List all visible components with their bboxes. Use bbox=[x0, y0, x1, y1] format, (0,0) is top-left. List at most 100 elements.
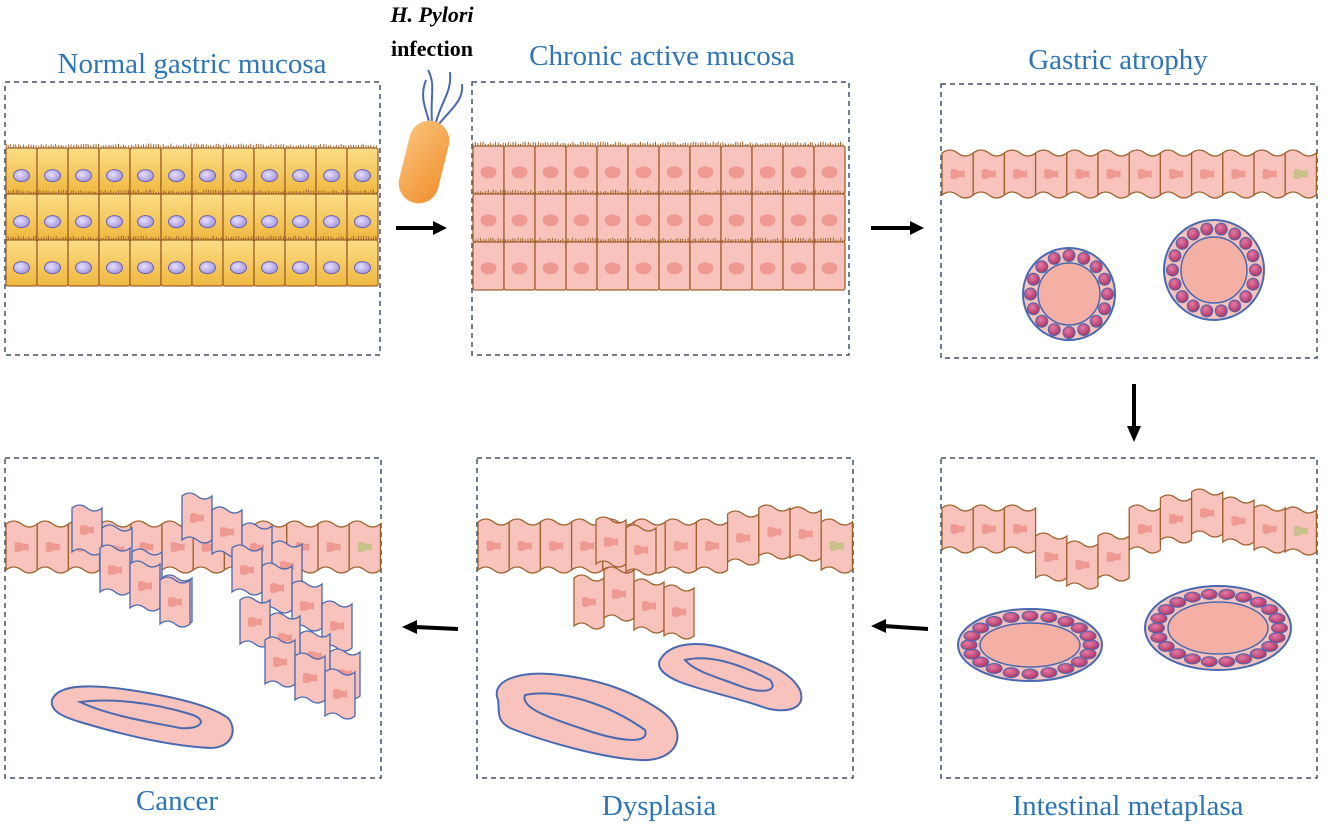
cell-nucleus bbox=[760, 214, 776, 226]
gland-nucleus bbox=[1272, 623, 1288, 633]
cell-nucleus bbox=[574, 214, 590, 226]
cell-nucleus bbox=[481, 166, 497, 178]
gland-nucleus bbox=[1022, 669, 1038, 679]
cell-nucleus bbox=[231, 170, 247, 182]
cancer-epithelium bbox=[6, 493, 380, 748]
title-atrophy: Gastric atrophy bbox=[1028, 44, 1208, 76]
cell-nucleus bbox=[355, 170, 371, 182]
gland-nucleus bbox=[1058, 617, 1074, 627]
cell-nucleus bbox=[760, 262, 776, 274]
cell-nucleus bbox=[45, 216, 61, 228]
gland-nucleus bbox=[1184, 654, 1200, 664]
cell-nucleus bbox=[231, 262, 247, 274]
title-chronic: Chronic active mucosa bbox=[529, 40, 795, 72]
cell-nucleus bbox=[107, 216, 123, 228]
cell-nucleus bbox=[14, 216, 30, 228]
cell-nucleus bbox=[636, 214, 652, 226]
gland-nucleus bbox=[1247, 250, 1259, 262]
cell-nucleus bbox=[76, 170, 92, 182]
gland-nucleus bbox=[964, 649, 980, 659]
title-cancer: Cancer bbox=[136, 785, 218, 817]
cell-nucleus bbox=[822, 166, 838, 178]
cell-nucleus bbox=[324, 262, 340, 274]
gland-nucleus bbox=[1170, 597, 1186, 607]
cell-nucleus bbox=[355, 216, 371, 228]
gland-nucleus bbox=[1250, 649, 1266, 659]
gland-nucleus bbox=[1169, 250, 1181, 262]
title-normal: Normal gastric mucosa bbox=[58, 48, 327, 80]
microvilli bbox=[473, 142, 843, 147]
arrow-metaplasia-to-dysplasia bbox=[871, 619, 928, 633]
cell-nucleus bbox=[138, 216, 154, 228]
gland-nucleus bbox=[1036, 315, 1048, 327]
gland-lumen bbox=[980, 623, 1080, 667]
gland-nucleus bbox=[1027, 303, 1039, 315]
gland-nucleus bbox=[1201, 589, 1217, 599]
cell-nucleus bbox=[481, 214, 497, 226]
cell-nucleus bbox=[76, 262, 92, 274]
cell-nucleus bbox=[698, 214, 714, 226]
gland-nucleus bbox=[1078, 324, 1090, 336]
cell-nucleus bbox=[107, 262, 123, 274]
cell-nucleus bbox=[200, 262, 216, 274]
cell-nucleus bbox=[636, 166, 652, 178]
infection-label-line1: H. Pylori bbox=[389, 2, 474, 27]
cell-nucleus bbox=[324, 216, 340, 228]
cell-nucleus bbox=[293, 170, 309, 182]
gland-lumen bbox=[1038, 263, 1100, 325]
arrow-chronic-to-atrophy bbox=[871, 221, 924, 235]
gland-nucleus bbox=[1187, 228, 1199, 240]
cell-nucleus bbox=[107, 170, 123, 182]
irregular-gland bbox=[659, 644, 801, 710]
gland-nucleus bbox=[1102, 288, 1114, 300]
infection-label-line2: infection bbox=[391, 36, 473, 61]
cell-nucleus bbox=[667, 166, 683, 178]
cell-nucleus bbox=[543, 214, 559, 226]
panel-atrophy-frame bbox=[941, 84, 1317, 358]
cell-nucleus bbox=[169, 170, 185, 182]
h-pylori-bacterium-icon bbox=[394, 70, 462, 208]
gland-nucleus bbox=[1184, 592, 1200, 602]
arrow-normal-to-chronic bbox=[396, 221, 447, 235]
gland-nucleus bbox=[1201, 223, 1213, 235]
gland-nucleus bbox=[1099, 303, 1111, 315]
cell-nucleus bbox=[14, 262, 30, 274]
cell-nucleus bbox=[791, 214, 807, 226]
gland-nucleus bbox=[1003, 612, 1019, 622]
gland-nucleus bbox=[973, 623, 989, 633]
cell-nucleus bbox=[512, 214, 528, 226]
irregular-gland bbox=[497, 674, 678, 760]
gland-nucleus bbox=[1240, 291, 1252, 303]
cell-nucleus bbox=[293, 216, 309, 228]
gland-nucleus bbox=[1187, 300, 1199, 312]
cell-nucleus bbox=[512, 166, 528, 178]
cell-nucleus bbox=[667, 262, 683, 274]
cell-nucleus bbox=[200, 216, 216, 228]
gland-nucleus bbox=[1036, 261, 1048, 273]
cell-nucleus bbox=[512, 262, 528, 274]
cell-nucleus bbox=[200, 170, 216, 182]
metaplasia-epithelium bbox=[942, 489, 1316, 681]
gland-nucleus bbox=[1041, 668, 1057, 678]
cell-nucleus bbox=[262, 170, 278, 182]
cell-nucleus bbox=[45, 170, 61, 182]
cell-nucleus bbox=[14, 170, 30, 182]
gland-nucleus bbox=[1071, 657, 1087, 667]
gland-nucleus bbox=[1201, 657, 1217, 667]
gland-nucleus bbox=[1058, 663, 1074, 673]
gland-nucleus bbox=[1080, 631, 1096, 641]
gland-nucleus bbox=[1247, 278, 1259, 290]
gland-nucleus bbox=[1048, 252, 1060, 264]
gland-nucleus bbox=[1219, 589, 1235, 599]
chronic-mucosa-cells bbox=[473, 142, 846, 291]
cell-nucleus bbox=[481, 262, 497, 274]
cell-nucleus bbox=[605, 262, 621, 274]
cell-nucleus bbox=[791, 262, 807, 274]
cell-nucleus bbox=[324, 170, 340, 182]
gland-nucleus bbox=[1240, 237, 1252, 249]
cell-nucleus bbox=[543, 166, 559, 178]
gland-nucleus bbox=[1219, 657, 1235, 667]
gland-nucleus bbox=[1215, 305, 1227, 317]
